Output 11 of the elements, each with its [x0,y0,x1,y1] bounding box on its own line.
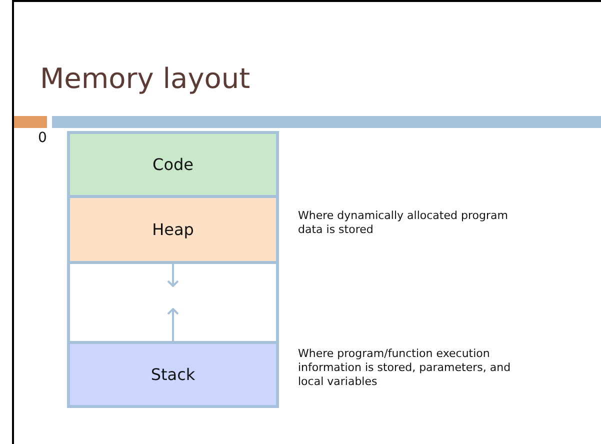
free-space-box [67,261,279,344]
segment-label: Stack [150,365,196,384]
segment-label: Heap [152,220,194,239]
segment-description: Where dynamically allocated program data is stored [298,209,509,237]
address-label: 0 [38,130,47,146]
memory-segment [67,341,279,408]
slide-title: Memory layout [40,62,250,95]
memory-segment [67,195,279,264]
segment-label: Code [152,155,194,174]
segment-description: Where program/function execution information is stored, parameters, and local variables [298,347,512,389]
memory-segment [67,131,279,198]
